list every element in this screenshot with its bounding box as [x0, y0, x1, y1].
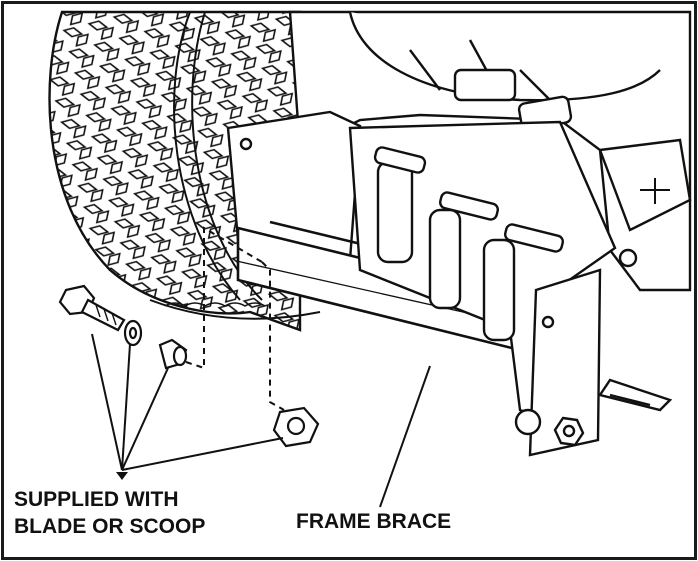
callout-supplied-line1: SUPPLIED WITH: [14, 488, 179, 511]
spacer-icon: [158, 338, 188, 370]
lock-nut-icon: [272, 406, 320, 448]
mower-deck-icon: [288, 10, 692, 412]
side-plate-icon: [514, 268, 602, 457]
leader-arrowhead: [116, 472, 128, 480]
callout-frame-brace: FRAME BRACE: [296, 510, 452, 533]
leader-lines: [91, 333, 431, 508]
callout-supplied-line2: BLADE OR SCOOP: [14, 515, 206, 538]
bolt-icon: [58, 284, 126, 332]
washer-icon: [123, 319, 143, 347]
alignment-dashed-lines: [185, 226, 285, 411]
